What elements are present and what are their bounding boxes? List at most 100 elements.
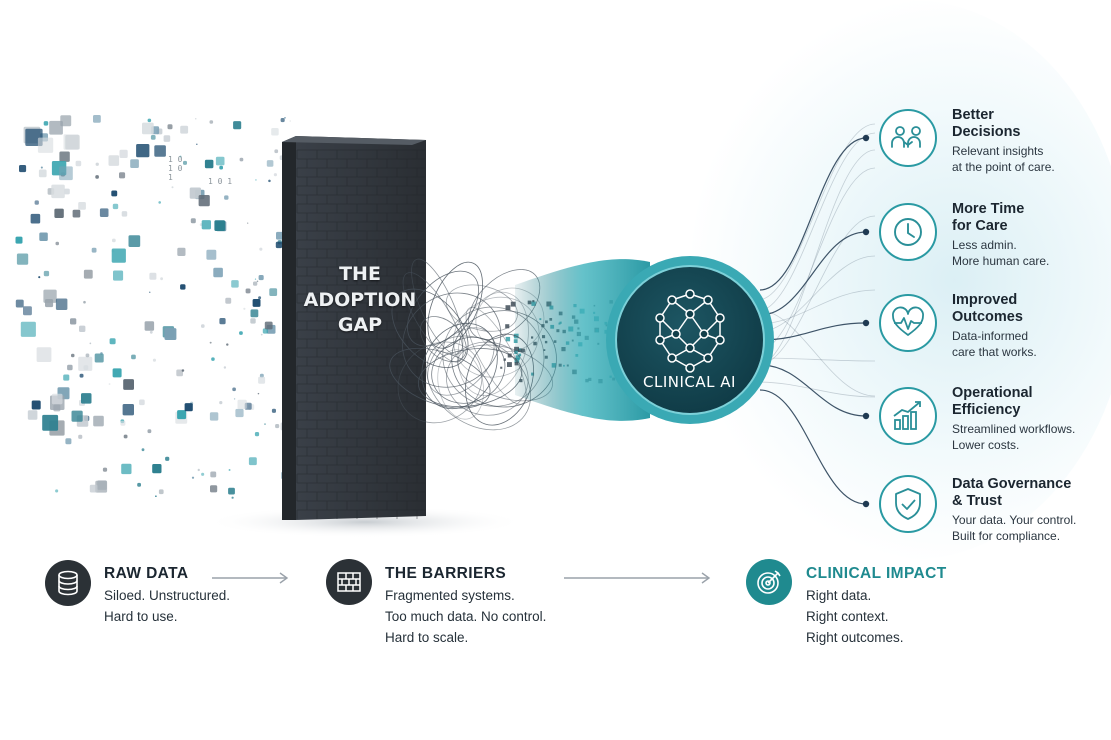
data-square [20, 321, 36, 337]
stage-desc-line: Right context. [806, 609, 889, 624]
flow-particle [505, 305, 511, 311]
data-square [239, 157, 244, 162]
brick-wall-icon [326, 559, 372, 605]
data-square [228, 469, 231, 471]
data-square [149, 330, 153, 334]
connector-line [759, 389, 867, 505]
background-glow [690, 0, 1111, 560]
data-square [275, 424, 280, 429]
data-square [139, 399, 145, 406]
data-square [64, 188, 70, 195]
data-square [16, 253, 29, 265]
connector-dot [862, 412, 870, 420]
benefit-desc-line-2: care that works. [952, 345, 1037, 359]
stage-desc-line: Right outcomes. [806, 630, 904, 645]
data-square [219, 401, 223, 405]
data-square [85, 353, 90, 358]
data-square [38, 276, 41, 279]
data-square [112, 368, 122, 378]
benefit-better-decisions: Better Decisions Relevant insights at th… [952, 107, 1107, 175]
benefit-title-line-1: Better [952, 107, 994, 123]
data-square [34, 200, 39, 205]
data-square [233, 398, 236, 400]
data-square [201, 220, 211, 230]
data-square [190, 218, 196, 224]
benefit-title-line-1: Operational [952, 385, 1033, 401]
adoption-gap-label: THE ADOPTION GAP [300, 262, 420, 339]
data-square [89, 342, 92, 345]
network-node [715, 313, 725, 323]
data-square [53, 404, 61, 412]
tangle-loop [437, 349, 485, 420]
data-square [83, 300, 86, 304]
flow-particle [507, 362, 512, 367]
stage-desc-line: Right data. [806, 588, 872, 603]
benefit-desc-line-2: Lower costs. [952, 438, 1020, 452]
data-square [43, 121, 49, 126]
benefit-connectors [757, 123, 876, 508]
database-icon [45, 560, 91, 606]
data-square [123, 379, 134, 390]
data-square [112, 238, 116, 243]
tangle-loop [389, 347, 491, 409]
data-square [201, 324, 205, 328]
data-square [210, 471, 217, 478]
connector-fiber [757, 132, 876, 312]
data-square [268, 179, 271, 183]
data-square [243, 307, 246, 310]
data-square [245, 288, 251, 294]
data-square [273, 173, 277, 177]
data-square [201, 472, 205, 476]
stage-desc-line: Too much data. No control. [385, 609, 547, 624]
benefit-title-line-2: Efficiency [952, 402, 1021, 418]
people-icon [879, 109, 937, 167]
data-square [252, 299, 261, 307]
data-square [276, 231, 284, 240]
benefit-title-line-2: Outcomes [952, 309, 1023, 325]
flow-arrows [212, 572, 711, 584]
data-square [72, 209, 81, 218]
data-square [93, 415, 104, 427]
data-square [254, 278, 257, 280]
data-square [219, 165, 223, 170]
data-square [250, 318, 256, 324]
data-square [271, 408, 276, 413]
data-square [180, 284, 186, 290]
network-node [671, 329, 681, 339]
data-square [136, 144, 150, 158]
data-square [108, 383, 111, 385]
stage-desc-line: Hard to scale. [385, 630, 469, 645]
data-square [155, 495, 157, 497]
tangle-loop [426, 335, 532, 431]
data-square [179, 155, 182, 158]
flow-particle [503, 358, 506, 361]
connector-line [759, 364, 867, 417]
data-square [204, 159, 214, 169]
connector-line [759, 322, 867, 341]
data-square [94, 353, 104, 363]
data-square [15, 299, 24, 308]
data-square [99, 208, 109, 217]
data-square [79, 325, 86, 332]
data-square [165, 456, 170, 461]
data-square [219, 318, 226, 325]
data-square [111, 190, 118, 197]
tangle-loop [397, 341, 483, 424]
data-square [253, 281, 258, 286]
data-square [75, 160, 82, 167]
tangle-loop [407, 270, 479, 347]
data-square [191, 476, 195, 479]
data-square [209, 412, 219, 421]
flow-particle [510, 301, 516, 307]
connector-fiber [757, 215, 876, 366]
arrow-2-head [701, 572, 711, 584]
data-square [55, 298, 68, 310]
data-square [255, 179, 257, 181]
data-square [149, 291, 151, 293]
data-square [257, 392, 260, 395]
data-square [247, 222, 249, 224]
data-squares [15, 115, 296, 499]
data-square [122, 404, 134, 416]
data-square [274, 149, 279, 154]
